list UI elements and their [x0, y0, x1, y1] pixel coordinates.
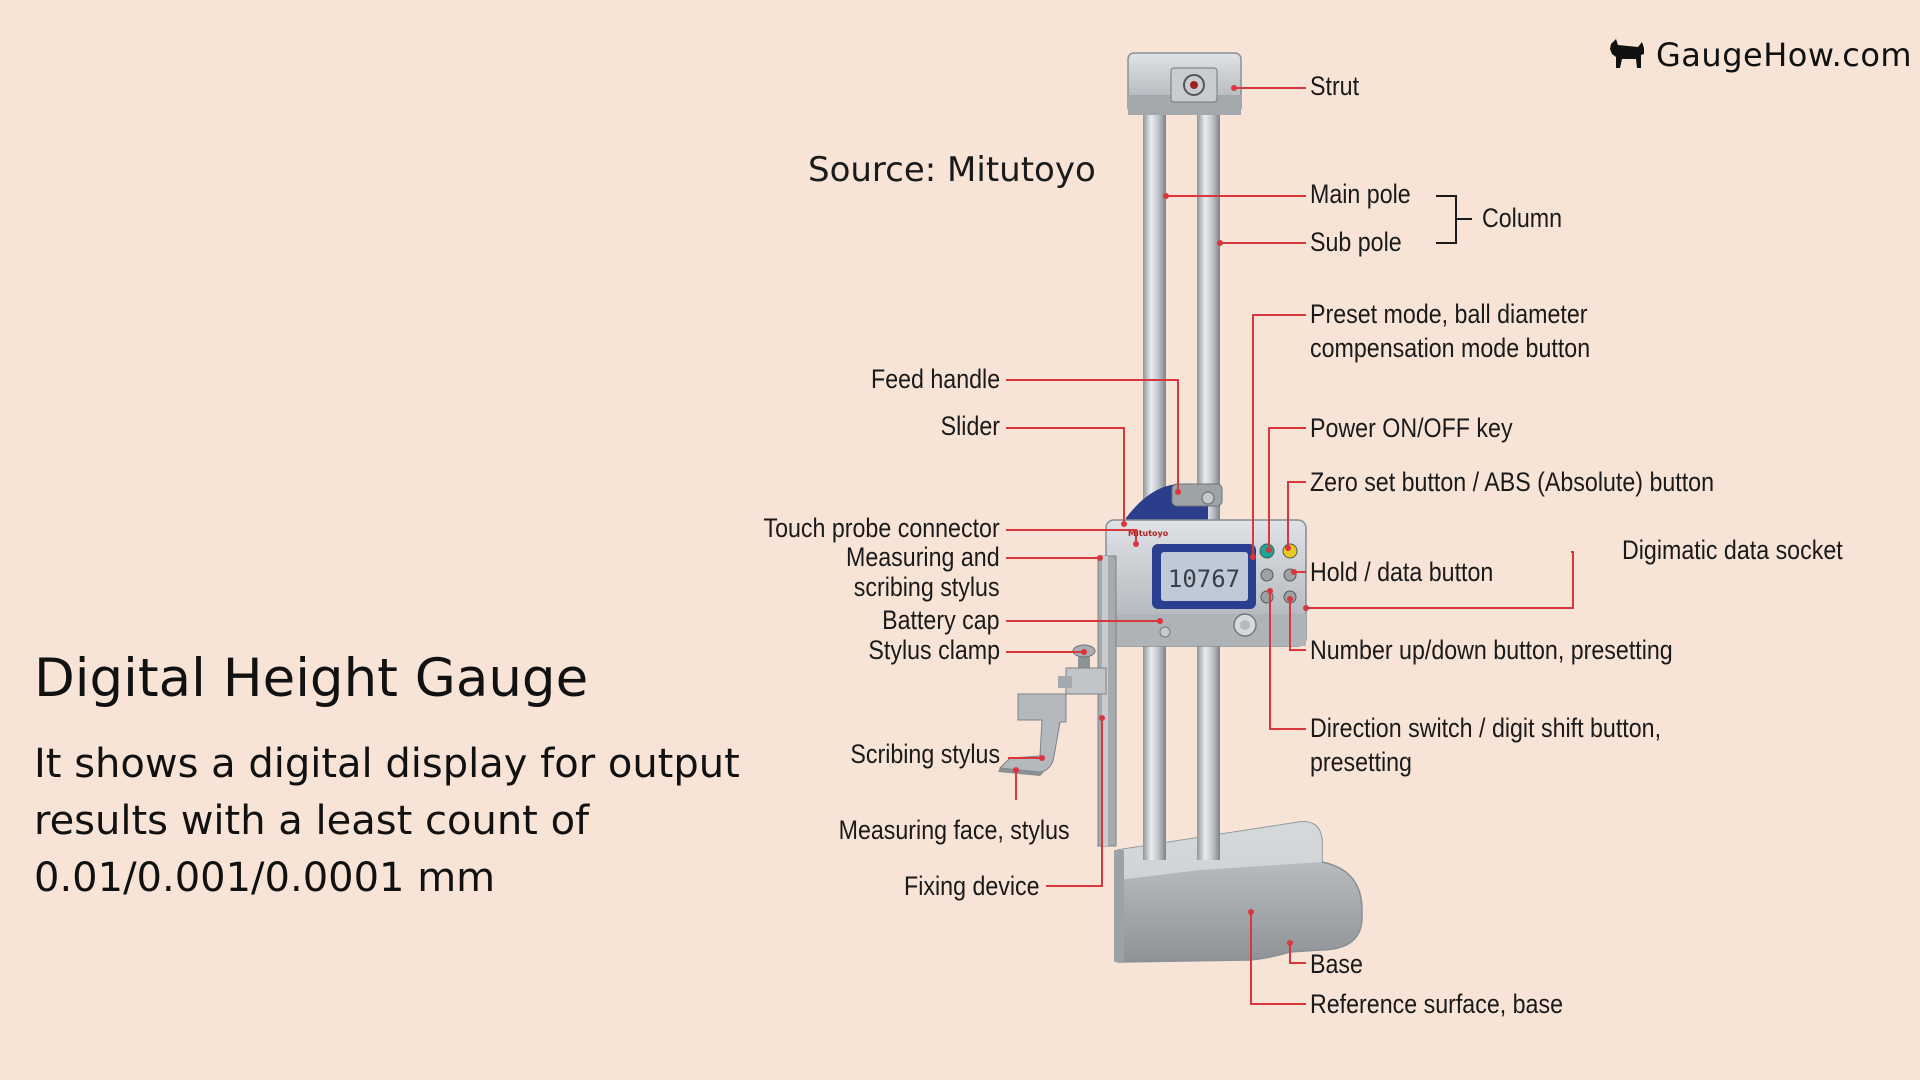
label-measuring-scribing-line2: scribing stylus [854, 572, 1000, 602]
label-main-pole: Main pole [1310, 179, 1411, 209]
label-scribing-stylus: Scribing stylus [850, 739, 1000, 769]
brand-text: GaugeHow.com [1656, 36, 1913, 74]
column-bracket [1436, 195, 1472, 244]
label-touch-probe-connector: Touch probe connector [763, 513, 1000, 543]
leader-lines [1006, 87, 1574, 1005]
stylus-assembly [998, 555, 1117, 847]
label-zero-set: Zero set button / ABS (Absolute) button [1310, 467, 1715, 497]
label-measuring-scribing-line1: Measuring and [846, 542, 1000, 572]
display-reading: 10767 [1168, 565, 1240, 593]
sub-pole [1197, 82, 1220, 860]
label-strut: Strut [1310, 71, 1360, 101]
label-power-key: Power ON/OFF key [1310, 413, 1513, 443]
label-sub-pole: Sub pole [1310, 227, 1402, 257]
dog-silhouette-icon [1610, 39, 1644, 68]
label-slider: Slider [940, 411, 1000, 441]
label-reference-surface: Reference surface, base [1310, 989, 1563, 1019]
label-preset-mode-line1: Preset mode, ball diameter [1310, 299, 1588, 329]
slider-display-unit: 10767 Mitutoyo [1105, 519, 1307, 647]
page-title: Digital Height Gauge [34, 648, 589, 709]
label-hold-data: Hold / data button [1310, 557, 1494, 587]
label-fixing-device: Fixing device [904, 871, 1040, 901]
svg-text:Mitutoyo: Mitutoyo [1128, 529, 1169, 538]
label-measuring-face: Measuring face, stylus [838, 815, 1070, 845]
label-battery-cap: Battery cap [882, 605, 1000, 635]
feed-handle [1126, 483, 1223, 524]
label-feed-handle: Feed handle [870, 364, 1000, 394]
label-column: Column [1482, 203, 1563, 233]
label-direction-switch-line2: presetting [1310, 747, 1412, 777]
description: It shows a digital display for output re… [34, 741, 740, 901]
label-base: Base [1310, 949, 1363, 979]
strut [1127, 52, 1242, 115]
label-number-updown: Number up/down button, presetting [1310, 635, 1673, 665]
source-credit: Source: Mitutoyo [808, 150, 1096, 190]
label-stylus-clamp: Stylus clamp [868, 635, 1000, 665]
label-digimatic-socket: Digimatic data socket [1622, 535, 1843, 565]
brand-logo: GaugeHow.com [1608, 36, 1912, 74]
main-pole [1143, 82, 1166, 860]
label-direction-switch-line1: Direction switch / digit shift button, [1310, 713, 1662, 743]
leader-dots [1013, 85, 1309, 946]
label-preset-mode-line2: compensation mode button [1310, 333, 1591, 363]
